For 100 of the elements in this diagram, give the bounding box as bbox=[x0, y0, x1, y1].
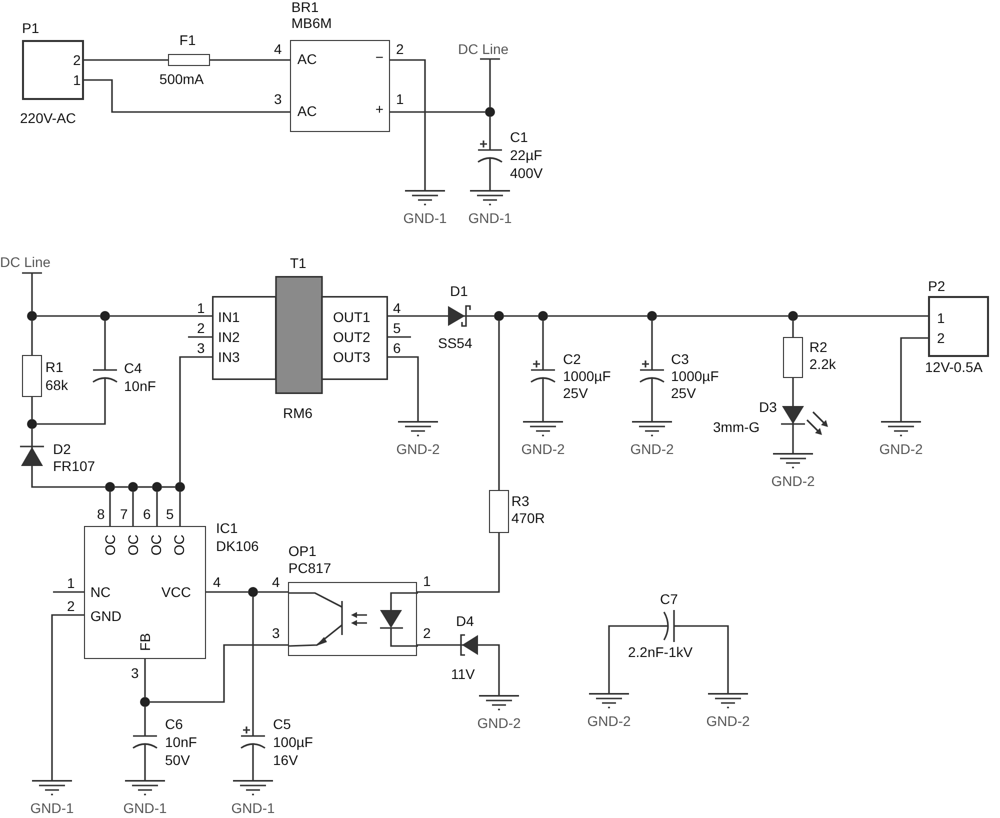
wire bbox=[608, 625, 660, 693]
wire bbox=[472, 315, 494, 317]
wire bbox=[110, 315, 212, 317]
junction-dot bbox=[647, 311, 657, 321]
junction-dot bbox=[152, 482, 162, 492]
reference-designator: D3 bbox=[759, 399, 777, 415]
reference-designator: D1 bbox=[450, 283, 468, 299]
wire bbox=[390, 59, 426, 190]
reference-designator: F1 bbox=[179, 32, 196, 48]
wire bbox=[179, 356, 212, 482]
component-value: 50V bbox=[165, 752, 190, 768]
wire bbox=[179, 492, 181, 526]
pin-number: 6 bbox=[393, 340, 401, 356]
net-label: GND-1 bbox=[123, 800, 167, 816]
pin-number: 1 bbox=[937, 310, 945, 326]
component-value: FR107 bbox=[53, 458, 96, 474]
wire bbox=[417, 644, 456, 646]
wire bbox=[258, 591, 288, 593]
pin-name: IN3 bbox=[218, 349, 240, 365]
wire bbox=[132, 492, 134, 526]
reference-designator: C1 bbox=[510, 129, 528, 145]
net-label: GND-1 bbox=[468, 210, 512, 226]
wire bbox=[651, 388, 653, 421]
net-label: GND-2 bbox=[396, 441, 440, 457]
component-value: 12V-0.5A bbox=[925, 359, 983, 375]
wire bbox=[417, 533, 500, 593]
wire bbox=[798, 315, 928, 317]
component-value: 10nF bbox=[165, 734, 197, 750]
pin-name: NC bbox=[90, 584, 111, 600]
junction-dot bbox=[248, 587, 258, 597]
pin-name: VCC bbox=[161, 584, 191, 600]
component-value: 3mm-G bbox=[713, 419, 760, 435]
wire bbox=[651, 321, 653, 360]
wire bbox=[162, 486, 175, 488]
junction-dot bbox=[494, 311, 504, 321]
wire bbox=[206, 591, 248, 593]
pin-name: OC bbox=[102, 534, 118, 556]
pin-number: 2 bbox=[423, 625, 431, 641]
reference-designator: C4 bbox=[124, 360, 142, 376]
pin-number: 8 bbox=[97, 506, 105, 522]
wire bbox=[109, 492, 111, 526]
component-value: 25V bbox=[563, 385, 588, 401]
wire bbox=[657, 315, 788, 317]
reference-designator: R1 bbox=[45, 359, 64, 376]
wire bbox=[31, 397, 33, 419]
component-value: RM6 bbox=[283, 405, 313, 421]
pin-number: 4 bbox=[213, 574, 221, 590]
wire bbox=[37, 386, 106, 425]
reference-designator: C6 bbox=[165, 716, 183, 732]
component-value: 1000µF bbox=[671, 368, 719, 384]
reference-designator: D4 bbox=[456, 613, 474, 629]
wire bbox=[31, 274, 33, 311]
component-value: SS54 bbox=[438, 335, 472, 351]
reference-designator: P2 bbox=[928, 278, 946, 294]
pin-name: OC bbox=[125, 534, 142, 556]
net-label: GND-2 bbox=[879, 441, 923, 457]
junction-dot bbox=[140, 697, 150, 707]
pin-number: 4 bbox=[393, 300, 401, 316]
pin-name: + bbox=[375, 101, 384, 118]
junction-dot bbox=[485, 107, 495, 117]
wire bbox=[489, 170, 491, 190]
pin-number: 4 bbox=[274, 41, 282, 57]
wire bbox=[210, 59, 290, 61]
pin-number: 1 bbox=[197, 300, 205, 316]
wire bbox=[489, 60, 491, 107]
wire bbox=[144, 659, 146, 697]
wire bbox=[144, 750, 146, 780]
wire bbox=[498, 321, 500, 490]
pin-number: 6 bbox=[143, 506, 151, 522]
wire bbox=[548, 315, 647, 317]
wire bbox=[31, 429, 33, 444]
reference-designator: T1 bbox=[290, 255, 306, 271]
pin-number: 5 bbox=[393, 320, 401, 336]
pin-number: 1 bbox=[396, 91, 404, 107]
pin-name: FB bbox=[137, 633, 154, 652]
junction-dot bbox=[100, 311, 110, 321]
wire bbox=[156, 492, 158, 526]
wire bbox=[104, 321, 106, 362]
component-value: 500mA bbox=[159, 71, 204, 88]
net-label: GND-2 bbox=[771, 473, 815, 489]
component-value: 400V bbox=[510, 165, 543, 181]
net-label: GND-1 bbox=[403, 210, 447, 226]
reference-designator: R3 bbox=[511, 493, 530, 510]
net-label: GND-2 bbox=[521, 441, 565, 457]
pin-name: IN1 bbox=[218, 309, 240, 325]
net-label: GND-1 bbox=[231, 800, 275, 816]
pin-number: 2 bbox=[73, 52, 81, 68]
wire bbox=[680, 625, 729, 693]
junction-dot bbox=[175, 482, 185, 492]
reference-designator: IC1 bbox=[216, 520, 238, 536]
ic-chip-symbol bbox=[84, 526, 206, 659]
component-value: 100µF bbox=[273, 734, 313, 750]
wire bbox=[388, 356, 419, 421]
component-value: 1000µF bbox=[563, 368, 611, 384]
pin-number: 1 bbox=[73, 72, 81, 88]
wire bbox=[504, 315, 538, 317]
component-value: 68k bbox=[45, 377, 68, 394]
pin-number: 3 bbox=[131, 665, 139, 681]
wire bbox=[144, 707, 146, 730]
junction-dot bbox=[27, 311, 37, 321]
